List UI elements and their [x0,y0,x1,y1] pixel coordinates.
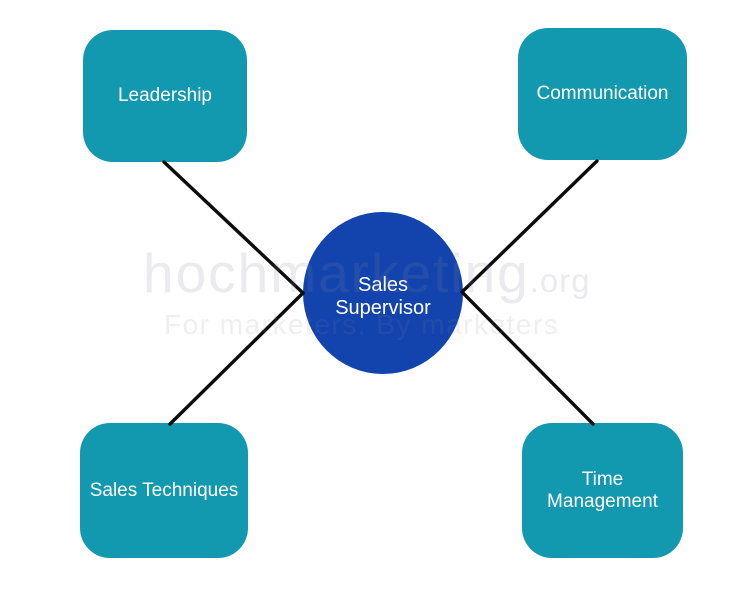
node-sales-techniques-label: Sales Techniques [89,479,239,501]
node-sales-supervisor-label: Sales Supervisor [335,274,431,319]
node-sales-techniques: Sales Techniques [80,423,248,558]
node-communication: Communication [518,28,687,160]
connector-communication-line [460,159,599,294]
node-leadership-label: Leadership [117,85,213,106]
node-time-management-label: Time Management [547,468,658,512]
connector-leadership-line [162,160,305,295]
watermark-tld-text: .org [529,262,591,299]
node-time-management: Time Management [522,423,683,558]
node-communication-label: Communication [536,83,669,104]
node-leadership: Leadership [83,30,247,162]
connector-sales-techniques-line [168,291,305,426]
connector-time-management-line [460,290,595,426]
node-sales-supervisor: Sales Supervisor [303,212,463,374]
